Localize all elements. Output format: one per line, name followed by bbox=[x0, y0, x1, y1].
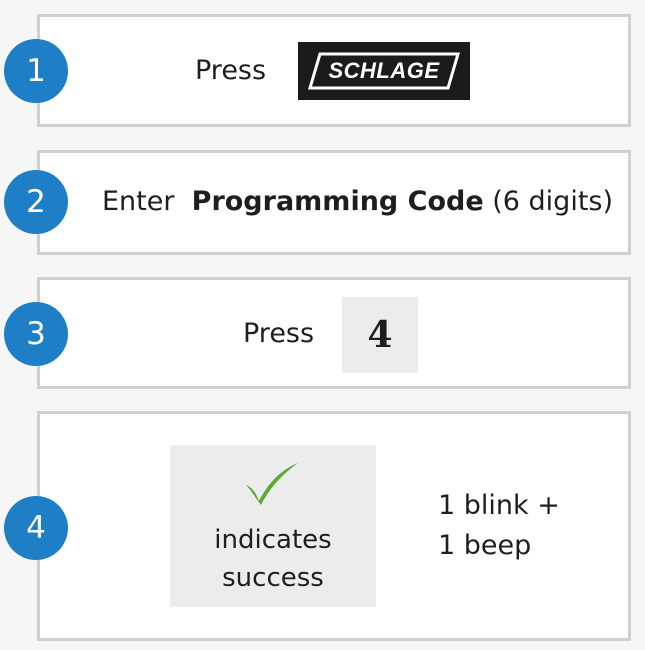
step-4-badge: 4 bbox=[4, 496, 68, 560]
schlage-logo-frame-icon bbox=[307, 52, 461, 90]
step-2-badge: 2 bbox=[4, 170, 68, 234]
step-2-suffix: (6 digits) bbox=[492, 186, 614, 217]
step-3-press-label: Press bbox=[243, 318, 315, 349]
step-1-badge: 1 bbox=[4, 39, 68, 103]
step-1-card: Press SCHLAGE bbox=[37, 14, 631, 127]
key-4-button: 4 bbox=[342, 297, 418, 373]
feedback-line-1: 1 blink + bbox=[438, 490, 560, 521]
feedback-text: 1 blink + 1 beep bbox=[438, 486, 560, 566]
step-3-badge: 3 bbox=[4, 302, 68, 366]
success-indicator-box: indicates success bbox=[170, 445, 376, 607]
step-2-instruction: Enter Programming Code (6 digits) bbox=[102, 186, 613, 217]
check-icon bbox=[246, 463, 298, 505]
schlage-logo-text: SCHLAGE bbox=[328, 58, 440, 83]
success-line-1: indicates bbox=[214, 525, 332, 555]
step-2-prefix: Enter bbox=[102, 186, 175, 217]
success-line-2: success bbox=[222, 563, 324, 593]
step-2-card: Enter Programming Code (6 digits) bbox=[37, 150, 631, 255]
success-text: indicates success bbox=[170, 521, 376, 597]
step-4-card: indicates success 1 blink + 1 beep bbox=[37, 411, 631, 641]
step-2-programming-code: Programming Code bbox=[191, 186, 484, 217]
step-3-card: Press 4 bbox=[37, 277, 631, 389]
step-1-press-label: Press bbox=[195, 55, 267, 86]
schlage-logo-button: SCHLAGE bbox=[298, 42, 470, 100]
feedback-line-2: 1 beep bbox=[438, 530, 532, 561]
